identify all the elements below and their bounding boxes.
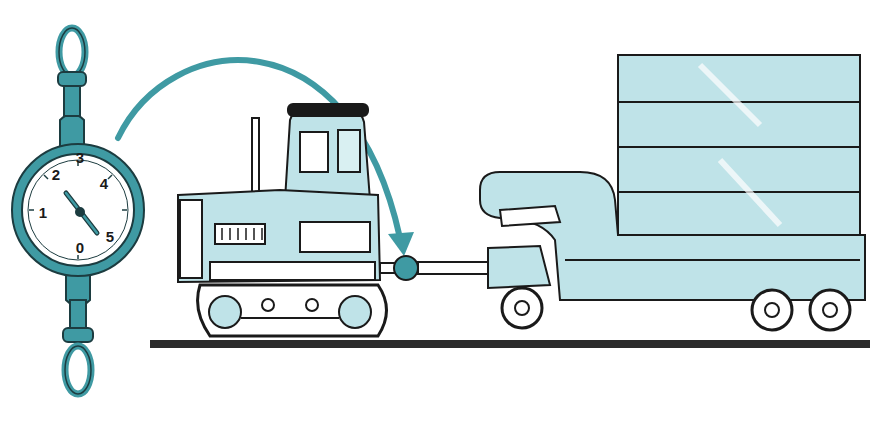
tractor-part	[178, 190, 380, 282]
tractor-part	[285, 112, 370, 200]
tractor-part-part	[237, 228, 239, 240]
cargo-block-part	[720, 160, 780, 225]
tractor-part	[180, 200, 202, 278]
dial-number: 3	[76, 150, 84, 165]
dial-number: 4	[100, 176, 108, 191]
dynamometer-part-part	[29, 209, 34, 211]
tractor-part	[339, 296, 371, 328]
ground-line-part	[150, 340, 870, 348]
dynamometer-part	[59, 28, 85, 76]
tractor-part	[241, 317, 339, 319]
tractor-part-part	[253, 228, 255, 240]
dynamometer-part	[65, 346, 91, 394]
dynamometer-part	[66, 193, 97, 233]
dynamometer-part-part	[44, 175, 48, 179]
tractor-part	[288, 104, 368, 116]
dynamometer-part	[66, 193, 97, 233]
trailer-part	[565, 259, 860, 261]
dynamometer	[12, 28, 144, 394]
pointer-arrow	[118, 60, 414, 256]
trailer-part	[752, 290, 792, 330]
tractor-part	[306, 299, 318, 311]
tractor-part	[300, 222, 370, 252]
tractor-part	[300, 132, 328, 172]
trailer-part	[488, 246, 550, 288]
tractor-part	[198, 285, 387, 336]
dynamometer-part	[65, 346, 91, 394]
tractor-part	[215, 224, 265, 244]
coupling-part	[394, 256, 418, 280]
cargo-block-part	[700, 65, 760, 125]
tractor-part-part	[229, 228, 231, 240]
dial-number: 2	[52, 167, 60, 182]
cargo-block	[618, 55, 860, 235]
tractor	[178, 104, 387, 336]
tractor-part	[222, 228, 262, 240]
tractor-part-part	[261, 228, 263, 240]
trailer-part	[502, 288, 542, 328]
tractor-part	[210, 262, 375, 280]
coupling-part	[418, 262, 488, 274]
tractor-part	[252, 118, 259, 193]
trailer-part	[810, 290, 850, 330]
trailer-part	[515, 301, 529, 315]
cargo-block-part	[618, 191, 860, 193]
tractor-part-part	[221, 228, 223, 240]
dynamometer-part	[28, 160, 128, 260]
dynamometer-part	[76, 208, 84, 216]
trailer-part	[823, 303, 837, 317]
dynamometer-part-part	[77, 255, 79, 259]
dynamometer-part-part	[122, 209, 127, 211]
cargo-block-part	[618, 146, 860, 148]
dynamometer-part	[59, 28, 85, 76]
pointer-arrow-part	[388, 232, 414, 256]
trailer-part	[765, 303, 779, 317]
tractor-part	[338, 130, 360, 172]
dynamometer-part	[60, 114, 84, 148]
tractor-part	[209, 296, 241, 328]
dial-number: 0	[76, 240, 84, 255]
trailer-part	[500, 206, 560, 226]
tractor-part	[262, 299, 274, 311]
dynamometer-part	[22, 154, 134, 266]
tractor-part-part	[245, 228, 247, 240]
dynamometer-part	[58, 72, 86, 86]
cargo-block-part	[618, 55, 860, 235]
ground-line	[150, 340, 870, 348]
dial-number: 5	[106, 229, 114, 244]
dynamometer-part	[29, 161, 127, 259]
dial-number: 1	[39, 205, 47, 220]
dynamometer-part	[12, 144, 144, 276]
dynamometer-part	[64, 86, 80, 116]
dynamometer-part	[70, 300, 86, 330]
dynamometer-part	[63, 328, 93, 342]
dynamometer-part-part	[108, 175, 112, 179]
coupling	[380, 256, 488, 280]
